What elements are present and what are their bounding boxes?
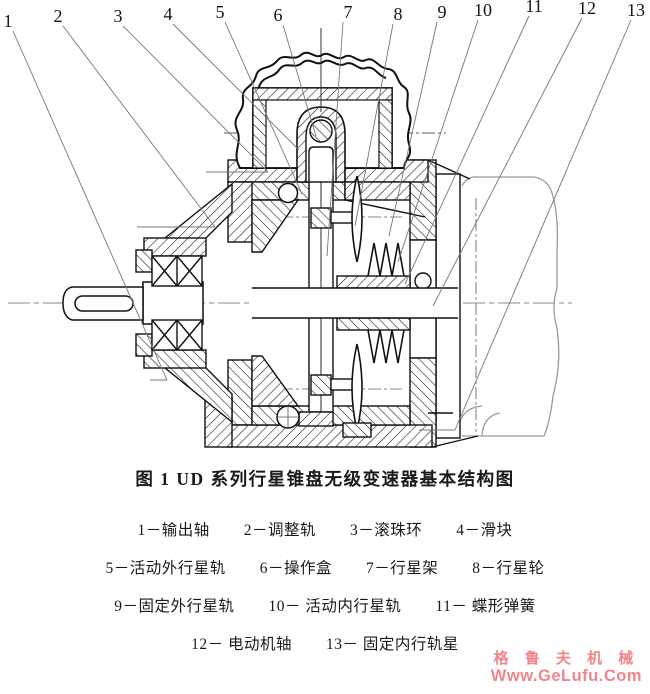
callout-number: 3	[114, 6, 123, 26]
watermark-brand: 格 鲁 夫 机 械	[493, 650, 640, 667]
callout-number: 4	[164, 4, 173, 24]
callout-number: 1	[4, 11, 13, 31]
leader-line	[62, 25, 216, 228]
ball-upper	[277, 182, 299, 204]
legend-item: 4－滑块	[456, 522, 513, 539]
legend-item: 8－行星轮	[472, 560, 545, 577]
callout-number: 5	[216, 2, 225, 22]
callout-number: 2	[54, 6, 63, 26]
watermark: 格 鲁 夫 机 械 Www.GeLufu.Com	[491, 650, 642, 686]
leader-line	[224, 21, 303, 195]
legend-item: 7－行星架	[366, 560, 439, 577]
callout-number: 6	[274, 5, 283, 25]
legend-row: 5－活动外行星轨 6－操作盒 7－行星架 8－行星轮	[0, 548, 650, 586]
leader-line	[354, 23, 394, 227]
leader-line	[12, 30, 168, 381]
planetary-mechanism	[251, 175, 458, 438]
callout-number: 11	[525, 0, 542, 16]
legend-item: 1－输出轴	[137, 522, 210, 539]
leader-line	[172, 23, 300, 151]
legend-item: 9－固定外行星轨	[114, 598, 235, 615]
leader-line	[454, 19, 632, 431]
callout-number: 12	[578, 0, 596, 18]
legend-item: 2－调整轨	[243, 522, 316, 539]
legend-row: 1－输出轴 2－调整轨 3－滚珠环 4－滑块	[0, 510, 650, 548]
disc-spring-lower	[367, 329, 405, 364]
leader-line	[282, 24, 317, 137]
keyway	[74, 295, 134, 312]
legend-row: 12－ 电动机轴 13－ 固定内行轨星	[0, 624, 650, 662]
callout-number: 13	[627, 0, 645, 20]
legend-item: 3－滚珠环	[350, 522, 423, 539]
callout-number: 7	[344, 2, 353, 22]
figure-caption: 图 1 UD 系列行星锥盘无级变速器基本结构图	[135, 469, 515, 489]
legend-item: 12－ 电动机轴	[191, 636, 292, 653]
leader-line	[432, 17, 583, 307]
legend-item: 6－操作盒	[259, 560, 332, 577]
bearings	[151, 255, 203, 351]
screw-ball	[309, 119, 333, 143]
leader-line	[397, 19, 479, 263]
legend-item: 11－ 蝶形弹簧	[435, 598, 536, 615]
figure-legend: 1－输出轴 2－调整轨 3－滚珠环 4－滑块 5－活动外行星轨 6－操作盒 7－行星架 8－行…	[0, 510, 650, 662]
planet-wheel-upper	[351, 175, 363, 263]
output-shaft	[62, 281, 204, 325]
callout-number: 10	[474, 0, 492, 20]
legend-item: 10－ 活动内行星轨	[268, 598, 402, 615]
watermark-url: Www.GeLufu.Com	[490, 667, 642, 686]
leader-line	[404, 15, 530, 285]
leader-line	[122, 25, 269, 173]
leader-line	[326, 21, 344, 257]
legend-item: 13－ 固定内行轨星	[326, 636, 459, 653]
callout-number: 8	[394, 4, 403, 24]
callout-number: 9	[438, 2, 447, 22]
legend-row: 9－固定外行星轨 10－ 活动内行星轨 11－ 蝶形弹簧	[0, 586, 650, 624]
disc-spring-upper	[367, 242, 405, 277]
legend-item: 5－活动外行星轨	[105, 560, 226, 577]
leader-line	[388, 21, 438, 237]
